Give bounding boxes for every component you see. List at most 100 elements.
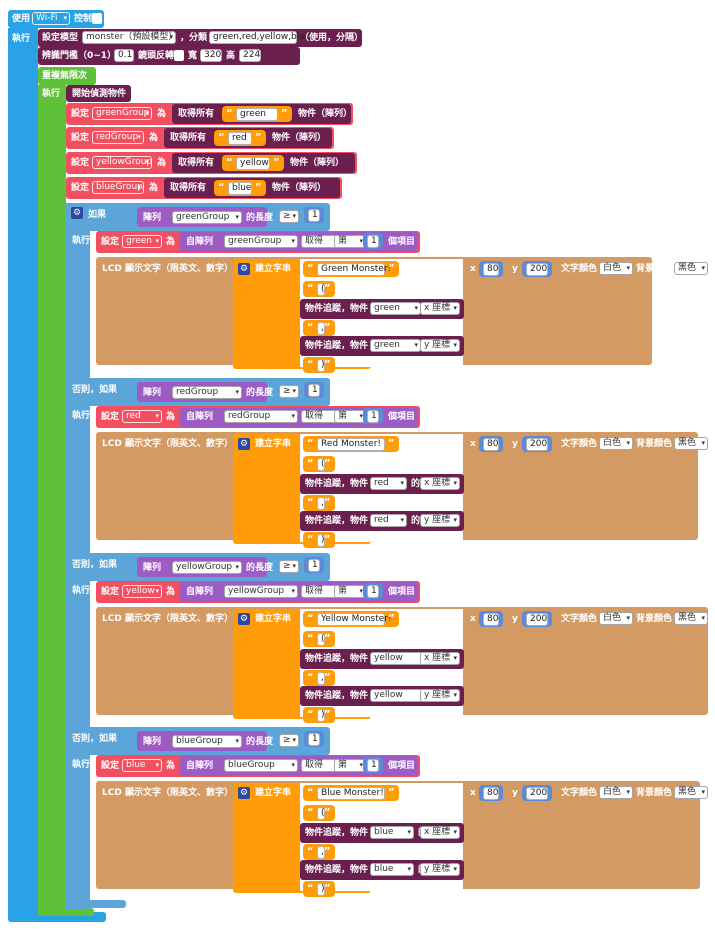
list-group-dropdown[interactable]: yellowGroup▾ — [224, 585, 298, 598]
x-number-value[interactable]: 80 — [483, 437, 499, 451]
title-text[interactable]: “Blue Monster!” — [303, 785, 399, 801]
object-name-yellow[interactable]: “yellow” — [222, 155, 284, 171]
open-paren-text[interactable]: “(” — [303, 281, 335, 297]
variable-dropdown-yellowGroup[interactable]: yellowGroup▾ — [92, 156, 152, 169]
close-paren-text[interactable]: “)” — [303, 532, 335, 548]
close-paren-text[interactable]: “)” — [303, 707, 335, 723]
close-paren-text-value[interactable]: ) — [317, 358, 325, 372]
index-number-value[interactable]: 1 — [367, 758, 379, 772]
open-paren-text-value[interactable]: ( — [317, 282, 325, 296]
compare-number[interactable]: 1 — [304, 557, 324, 573]
compare-op-dropdown[interactable]: ≥▾ — [279, 734, 299, 747]
device-block-footer[interactable] — [8, 912, 106, 922]
text-color-dropdown[interactable]: 白色▾ — [599, 786, 633, 799]
compare-number-value[interactable]: 1 — [308, 383, 320, 397]
close-paren-text[interactable]: “)” — [303, 881, 335, 897]
x-number[interactable]: 80 — [479, 261, 503, 277]
y-number[interactable]: 200 — [522, 261, 552, 277]
compare-number[interactable]: 1 — [304, 382, 324, 398]
track-var-dropdown[interactable]: red▾ — [370, 514, 407, 527]
open-paren-text[interactable]: “(” — [303, 631, 335, 647]
group-dropdown-yellowGroup[interactable]: yellowGroup▾ — [172, 561, 242, 574]
variable-dropdown-green[interactable]: green▾ — [122, 235, 162, 248]
index-number[interactable]: 1 — [363, 757, 383, 773]
title-text-value[interactable]: Blue Monster! — [317, 786, 385, 800]
close-paren-text-value[interactable]: ) — [317, 708, 325, 722]
title-text-value[interactable]: Green Monster! — [317, 262, 391, 276]
bg-color-dropdown[interactable]: 黑色▾ — [674, 437, 708, 450]
y-number[interactable]: 200 — [522, 436, 552, 452]
y-coord-dropdown[interactable]: y 座標▾ — [420, 863, 460, 876]
y-number-value[interactable]: 200 — [526, 437, 548, 451]
threshold-input[interactable]: 0.1 — [114, 49, 134, 62]
title-text[interactable]: “Green Monster!” — [303, 261, 399, 277]
x-number[interactable]: 80 — [479, 785, 503, 801]
track-var-dropdown[interactable]: blue▾ — [370, 863, 414, 876]
y-coord-dropdown[interactable]: y 座標▾ — [420, 339, 460, 352]
index-mode-dropdown[interactable]: 第▾ — [334, 585, 366, 598]
index-mode-dropdown[interactable]: 第▾ — [334, 410, 366, 423]
x-coord-dropdown[interactable]: x 座標▾ — [420, 826, 460, 839]
bg-color-dropdown[interactable]: 黑色▾ — [674, 612, 708, 625]
text-color-dropdown[interactable]: 白色▾ — [599, 612, 633, 625]
title-text[interactable]: “Yellow Monster!” — [303, 611, 399, 627]
compare-op-dropdown[interactable]: ≥▾ — [279, 210, 299, 223]
comma-text-value[interactable]: , — [317, 845, 325, 859]
comma-text-value[interactable]: , — [317, 671, 325, 685]
gear-icon[interactable]: ⚙ — [238, 263, 250, 275]
width-input[interactable]: 320 — [200, 49, 222, 62]
close-paren-text[interactable]: “)” — [303, 357, 335, 373]
open-paren-text[interactable]: “(” — [303, 805, 335, 821]
text-color-dropdown[interactable]: 白色▾ — [599, 262, 633, 275]
index-mode-dropdown[interactable]: 第▾ — [334, 759, 366, 772]
comma-text[interactable]: “,” — [303, 670, 335, 686]
comma-text[interactable]: “,” — [303, 495, 335, 511]
open-paren-text[interactable]: “(” — [303, 456, 335, 472]
title-text-value[interactable]: Red Monster! — [317, 437, 385, 451]
track-var-dropdown[interactable]: green▾ — [370, 302, 421, 315]
threshold-block[interactable] — [38, 47, 300, 65]
gear-icon[interactable]: ⚙ — [238, 438, 250, 450]
y-coord-dropdown[interactable]: y 座標▾ — [420, 514, 460, 527]
object-name-yellow-value[interactable]: yellow — [236, 156, 270, 170]
comma-text[interactable]: “,” — [303, 320, 335, 336]
x-number-value[interactable]: 80 — [483, 612, 499, 626]
model-dropdown[interactable]: monster（預設模型）▾ — [82, 31, 177, 44]
y-number[interactable]: 200 — [522, 785, 552, 801]
index-number[interactable]: 1 — [363, 408, 383, 424]
classes-input[interactable]: green,red,yellow,blue — [209, 31, 311, 44]
y-number-value[interactable]: 200 — [526, 786, 548, 800]
track-var-dropdown[interactable]: green▾ — [370, 339, 421, 352]
variable-dropdown-blue[interactable]: blue▾ — [122, 759, 162, 772]
text-color-dropdown[interactable]: 白色▾ — [599, 437, 633, 450]
y-number[interactable]: 200 — [522, 611, 552, 627]
object-name-blue-value[interactable]: blue — [228, 181, 252, 195]
object-name-green-value[interactable]: green — [236, 107, 278, 121]
comma-text[interactable]: “,” — [303, 844, 335, 860]
x-coord-dropdown[interactable]: x 座標▾ — [420, 477, 460, 490]
index-number-value[interactable]: 1 — [367, 409, 379, 423]
variable-dropdown-greenGroup[interactable]: greenGroup▾ — [92, 107, 152, 120]
group-dropdown-greenGroup[interactable]: greenGroup▾ — [172, 211, 242, 224]
title-text[interactable]: “Red Monster!” — [303, 436, 399, 452]
y-number-value[interactable]: 200 — [526, 612, 548, 626]
compare-number-value[interactable]: 1 — [308, 558, 320, 572]
compare-number-value[interactable]: 1 — [308, 732, 320, 746]
x-number-value[interactable]: 80 — [483, 786, 499, 800]
close-paren-text-value[interactable]: ) — [317, 882, 325, 896]
open-paren-text-value[interactable]: ( — [317, 457, 325, 471]
list-group-dropdown[interactable]: redGroup▾ — [224, 410, 298, 423]
group-dropdown-redGroup[interactable]: redGroup▾ — [172, 386, 242, 399]
list-group-dropdown[interactable]: greenGroup▾ — [224, 235, 298, 248]
empty-slot[interactable] — [92, 13, 102, 24]
device-block-spine[interactable] — [8, 28, 38, 918]
variable-dropdown-red[interactable]: red▾ — [122, 410, 162, 423]
index-number[interactable]: 1 — [363, 583, 383, 599]
list-group-dropdown[interactable]: blueGroup▾ — [224, 759, 298, 772]
x-number[interactable]: 80 — [479, 436, 503, 452]
close-paren-text-value[interactable]: ) — [317, 533, 325, 547]
height-input[interactable]: 224 — [239, 49, 261, 62]
repeat-forever-block[interactable] — [38, 67, 96, 85]
compare-number[interactable]: 1 — [304, 731, 324, 747]
object-name-red[interactable]: “red” — [214, 130, 266, 146]
